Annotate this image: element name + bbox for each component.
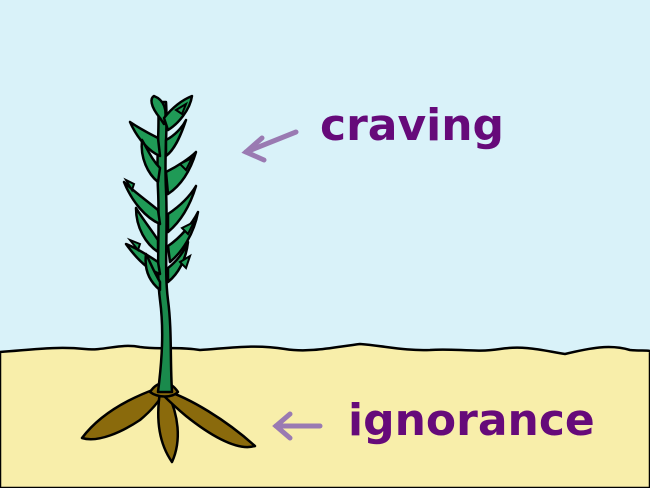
leaf [140,138,162,184]
leaf [134,206,160,254]
leaf [128,120,162,158]
arrow-to-craving [241,129,299,163]
leaf-spikes [123,101,197,270]
leaf [166,240,190,284]
leaf [144,252,162,292]
craving-label: craving [320,100,505,151]
plant-stem [156,100,174,394]
root-left [80,386,166,441]
arrow-to-ignorance [272,411,323,441]
root-right [160,388,257,449]
leaf [164,118,188,158]
leaf [122,180,162,226]
leaves [122,94,200,292]
leaf [166,184,198,234]
ignorance-label: ignorance [348,395,595,446]
root-middle [156,390,179,464]
